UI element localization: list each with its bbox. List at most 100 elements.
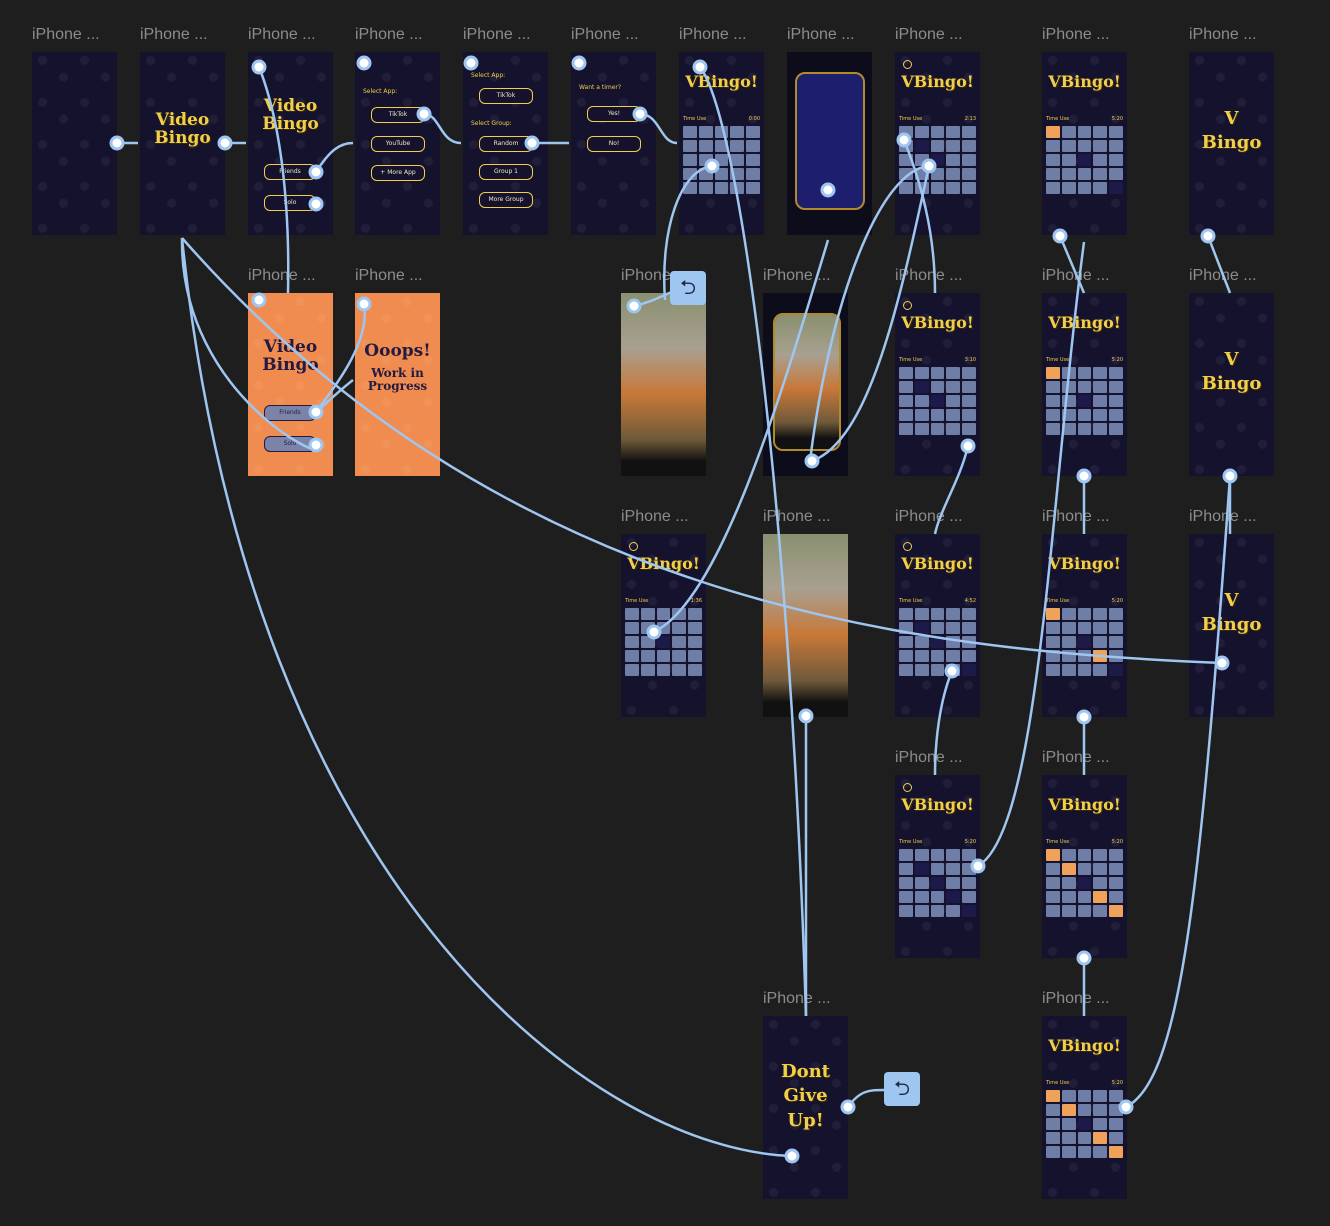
frame-board-520-a[interactable]: VBingo! Time Use 5:20 <box>1042 52 1127 235</box>
dont-give-up-title: Dont Give Up! <box>780 1061 831 1131</box>
frame-video-1[interactable] <box>621 293 706 476</box>
bingo-grid[interactable] <box>899 126 976 194</box>
select-app-label: Select App: <box>363 88 398 95</box>
solo-button[interactable]: Solo <box>264 195 316 211</box>
frame-board-213[interactable]: VBingo! Time Use 2:13 <box>895 52 980 235</box>
bingo-grid[interactable] <box>625 608 702 676</box>
bingo-grid[interactable] <box>1046 1090 1123 1158</box>
back-circle-icon[interactable] <box>903 60 912 69</box>
time-use-label: Time Use <box>899 357 923 363</box>
group1-option[interactable]: Group 1 <box>479 164 533 180</box>
frame-vbingo-splash-3[interactable]: V Bingo <box>1189 534 1274 717</box>
frame-label: iPhone ... <box>895 267 963 284</box>
youtube-option[interactable]: YouTube <box>371 136 425 152</box>
frame-label: iPhone ... <box>895 508 963 525</box>
frame-board-0[interactable]: VBingo! Time Use 0:00 <box>679 52 764 235</box>
frame-label: iPhone ... <box>32 26 100 43</box>
frame-vbingo-splash-2[interactable]: V Bingo <box>1189 293 1274 476</box>
frame-label: iPhone ... <box>1042 267 1110 284</box>
frame-splash-blank[interactable] <box>32 52 117 235</box>
frame-label: iPhone ... <box>1189 508 1257 525</box>
frame-board-136[interactable]: VBingo! Time Use 1:36 <box>621 534 706 717</box>
frame-select-group[interactable]: Select App: TikTok Select Group: Random … <box>463 52 548 235</box>
return-arrow-icon[interactable]: ⮌ <box>884 1072 920 1106</box>
tiktok-option[interactable]: TikTok <box>371 107 425 123</box>
board-title: VBingo! <box>1048 313 1121 332</box>
frame-upload-preview[interactable] <box>763 293 848 476</box>
bingo-grid[interactable] <box>899 608 976 676</box>
upload-card[interactable] <box>795 72 865 210</box>
frame-board-310[interactable]: VBingo! Time Use 3:10 <box>895 293 980 476</box>
app-title: Video Bingo <box>262 96 319 134</box>
bingo-title: Bingo <box>1201 614 1262 635</box>
back-circle-icon[interactable] <box>629 542 638 551</box>
frame-label: iPhone ... <box>355 26 423 43</box>
video-thumbnail <box>775 315 839 449</box>
time-use-label: Time Use <box>683 116 707 122</box>
frame-label: iPhone ... <box>895 26 963 43</box>
bingo-grid[interactable] <box>1046 608 1123 676</box>
frame-label: iPhone ... <box>763 508 831 525</box>
frame-board-520-b[interactable]: VBingo! Time Use 5:20 <box>1042 293 1127 476</box>
frame-label: iPhone ... <box>895 749 963 766</box>
board-title: VBingo! <box>901 795 974 814</box>
back-circle-icon[interactable] <box>903 783 912 792</box>
bingo-grid[interactable] <box>899 367 976 435</box>
frame-label: iPhone ... <box>1042 508 1110 525</box>
random-option[interactable]: Random <box>479 136 533 152</box>
more-app-button[interactable]: + More App <box>371 165 425 181</box>
frame-label: iPhone ... <box>1042 26 1110 43</box>
bingo-title: Bingo <box>1201 373 1262 394</box>
friends-button[interactable]: Friends <box>264 405 316 421</box>
frame-board-520-d[interactable]: VBingo! Time Use 5:20 <box>895 775 980 958</box>
frame-upload[interactable] <box>787 52 872 235</box>
time-use-label: Time Use <box>1046 598 1070 604</box>
frame-work-in-progress[interactable]: Ooops! Work in Progress <box>355 293 440 476</box>
time-use-label: Time Use <box>625 598 649 604</box>
frame-splash-title[interactable]: Video Bingo <box>140 52 225 235</box>
frame-board-520-f[interactable]: VBingo! Time Use 5:20 <box>1042 1016 1127 1199</box>
frame-mode-select[interactable]: Video Bingo Friends Solo <box>248 52 333 235</box>
video-thumbnail[interactable] <box>763 534 848 717</box>
bingo-grid[interactable] <box>899 849 976 917</box>
frame-select-app[interactable]: Select App: TikTok YouTube + More App <box>355 52 440 235</box>
frame-board-520-e[interactable]: VBingo! Time Use 5:20 <box>1042 775 1127 958</box>
bingo-grid[interactable] <box>1046 367 1123 435</box>
friends-button[interactable]: Friends <box>264 164 316 180</box>
bingo-grid[interactable] <box>1046 849 1123 917</box>
time-use-label: Time Use <box>899 598 923 604</box>
frame-board-452[interactable]: VBingo! Time Use 4:52 <box>895 534 980 717</box>
return-arrow-icon[interactable]: ⮌ <box>670 271 706 305</box>
time-use-label: Time Use <box>1046 1080 1070 1086</box>
select-app-label: Select App: <box>471 72 506 79</box>
timer-value: 3:10 <box>964 357 976 363</box>
board-title: VBingo! <box>685 72 758 91</box>
upload-card[interactable] <box>773 313 841 451</box>
frame-timer[interactable]: Want a timer? Yes! No! <box>571 52 656 235</box>
board-title: VBingo! <box>1048 72 1121 91</box>
bingo-grid[interactable] <box>1046 126 1123 194</box>
frame-video-2[interactable] <box>763 534 848 717</box>
bingo-grid[interactable] <box>683 126 760 194</box>
more-group-button[interactable]: More Group <box>479 192 533 208</box>
frame-label: iPhone ... <box>1189 26 1257 43</box>
tiktok-option[interactable]: TikTok <box>479 88 533 104</box>
back-circle-icon[interactable] <box>903 301 912 310</box>
no-button[interactable]: No! <box>587 136 641 152</box>
board-title: VBingo! <box>1048 554 1121 573</box>
board-title: VBingo! <box>901 554 974 573</box>
frame-vbingo-splash-1[interactable]: V Bingo <box>1189 52 1274 235</box>
frame-label: iPhone ... <box>248 267 316 284</box>
frame-board-520-c[interactable]: VBingo! Time Use 5:20 <box>1042 534 1127 717</box>
frame-dont-give-up[interactable]: Dont Give Up! <box>763 1016 848 1199</box>
timer-value: 2:13 <box>964 116 976 122</box>
frame-mode-select-orange[interactable]: Video Bingo Friends Solo <box>248 293 333 476</box>
solo-button[interactable]: Solo <box>264 436 316 452</box>
back-circle-icon[interactable] <box>903 542 912 551</box>
time-use-label: Time Use <box>899 116 923 122</box>
frame-label: iPhone ... <box>787 26 855 43</box>
yes-button[interactable]: Yes! <box>587 106 641 122</box>
timer-value: 5:20 <box>1111 1080 1123 1086</box>
board-title: VBingo! <box>901 72 974 91</box>
video-thumbnail[interactable] <box>621 293 706 476</box>
